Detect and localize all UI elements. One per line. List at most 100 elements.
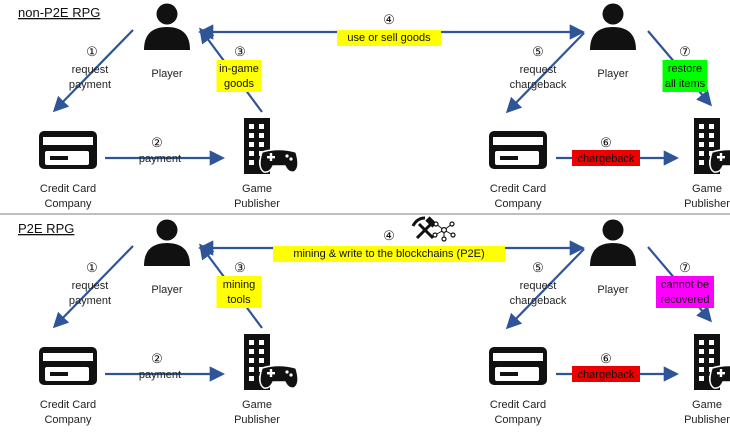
step-2-number: ② [151, 135, 163, 150]
step-5-label-line: chargeback [510, 295, 567, 307]
game-publisher-label-line: Game [692, 183, 722, 195]
step-2-label: payment [139, 369, 181, 381]
step-7-number: ⑦ [679, 44, 691, 59]
step-7-label-bg [662, 60, 708, 92]
step-6-number: ⑥ [600, 351, 612, 366]
player-label: Player [597, 284, 629, 296]
step-3-number: ③ [234, 44, 246, 59]
credit-card-company-label-line: Company [494, 198, 542, 210]
game-publisher-icon [244, 118, 299, 174]
step-5-label-line: chargeback [510, 79, 567, 91]
step-1-label-line: payment [69, 79, 111, 91]
step-5-label: request chargeback [510, 280, 567, 307]
credit-card-company-label-line: Credit Card [490, 183, 546, 195]
step-7-label: restore all items [662, 60, 708, 92]
step-4-label-line: mining & write to the blockchains (P2E) [293, 248, 484, 260]
arrow-request-chargeback [505, 32, 585, 114]
step-6-label-line: chargeback [578, 369, 635, 381]
credit-card-company-label-line: Credit Card [40, 399, 96, 411]
step-6-number: ⑥ [600, 135, 612, 150]
step-5-number: ⑤ [532, 260, 544, 275]
step-2-label-line: payment [139, 369, 181, 381]
step-7-number: ⑦ [679, 260, 691, 275]
player-icon [590, 3, 636, 50]
step-1-label-line: payment [69, 295, 111, 307]
game-publisher-icon [694, 118, 730, 174]
step-5-label: request chargeback [510, 64, 567, 91]
credit-card-company-label-line: Credit Card [490, 399, 546, 411]
step-1-number: ① [86, 44, 98, 59]
game-publisher-label-line: Publisher [234, 414, 280, 426]
step-2-number: ② [151, 351, 163, 366]
game-publisher-icon [244, 334, 299, 390]
panel-title: non-P2E RPG [18, 5, 100, 20]
game-publisher-label-line: Game [242, 183, 272, 195]
step-1-label-line: request [72, 64, 109, 76]
step-4-number: ④ [383, 12, 395, 27]
step-6-label-line: chargeback [578, 153, 635, 165]
credit-card-company-label-line: Company [44, 414, 92, 426]
step-6-label: chargeback [572, 150, 640, 166]
step-3-number: ③ [234, 260, 246, 275]
step-3-label-line: tools [227, 294, 251, 306]
player-label: Player [597, 68, 629, 80]
step-4-label-bg [337, 30, 441, 46]
step-4-label-line: use or sell goods [347, 32, 431, 44]
arrow-request-chargeback [505, 248, 585, 330]
step-3-label-bg [216, 276, 262, 308]
game-publisher-label-line: Publisher [684, 414, 730, 426]
step-3-label-bg [216, 60, 262, 92]
step-1-label: request payment [69, 280, 111, 307]
step-5-number: ⑤ [532, 44, 544, 59]
step-2-label-line: payment [139, 153, 181, 165]
step-5-label-line: request [520, 64, 557, 76]
player-icon [590, 219, 636, 266]
step-4-label: mining & write to the blockchains (P2E) [273, 246, 505, 262]
credit-card-company-label-line: Company [44, 198, 92, 210]
step-1-number: ① [86, 260, 98, 275]
panel-title: P2E RPG [18, 221, 74, 236]
game-publisher-label-line: Publisher [234, 198, 280, 210]
step-7-label: cannot be recovered [656, 276, 714, 308]
step-6-label-bg [572, 366, 640, 382]
step-6-label: chargeback [572, 366, 640, 382]
arrow-request-payment [52, 29, 134, 113]
step-1-label: request payment [69, 64, 111, 91]
step-7-label-line: cannot be [661, 279, 709, 291]
step-5-label-line: request [520, 280, 557, 292]
credit-card-company-label-line: Company [494, 414, 542, 426]
player-label: Player [151, 68, 183, 80]
step-7-label-line: all items [665, 78, 706, 90]
step-1-label-line: request [72, 280, 109, 292]
step-7-label-line: restore [668, 63, 702, 75]
player-icon [144, 219, 190, 266]
credit-card-icon [39, 347, 97, 385]
game-publisher-label-line: Game [692, 399, 722, 411]
game-publisher-label-line: Game [242, 399, 272, 411]
step-3-label-line: in-game [219, 63, 259, 75]
credit-card-icon [39, 131, 97, 169]
step-4-label-bg [273, 246, 505, 262]
player-icon [144, 3, 190, 50]
game-publisher-icon [694, 334, 730, 390]
player-label: Player [151, 284, 183, 296]
arrow-request-payment [52, 245, 134, 329]
step-7-label-line: recovered [661, 294, 710, 306]
step-2-label: payment [139, 153, 181, 165]
credit-card-icon [489, 347, 547, 385]
step-6-label-bg [572, 150, 640, 166]
step-7-label-bg [656, 276, 714, 308]
step-4-label: use or sell goods [337, 30, 441, 46]
